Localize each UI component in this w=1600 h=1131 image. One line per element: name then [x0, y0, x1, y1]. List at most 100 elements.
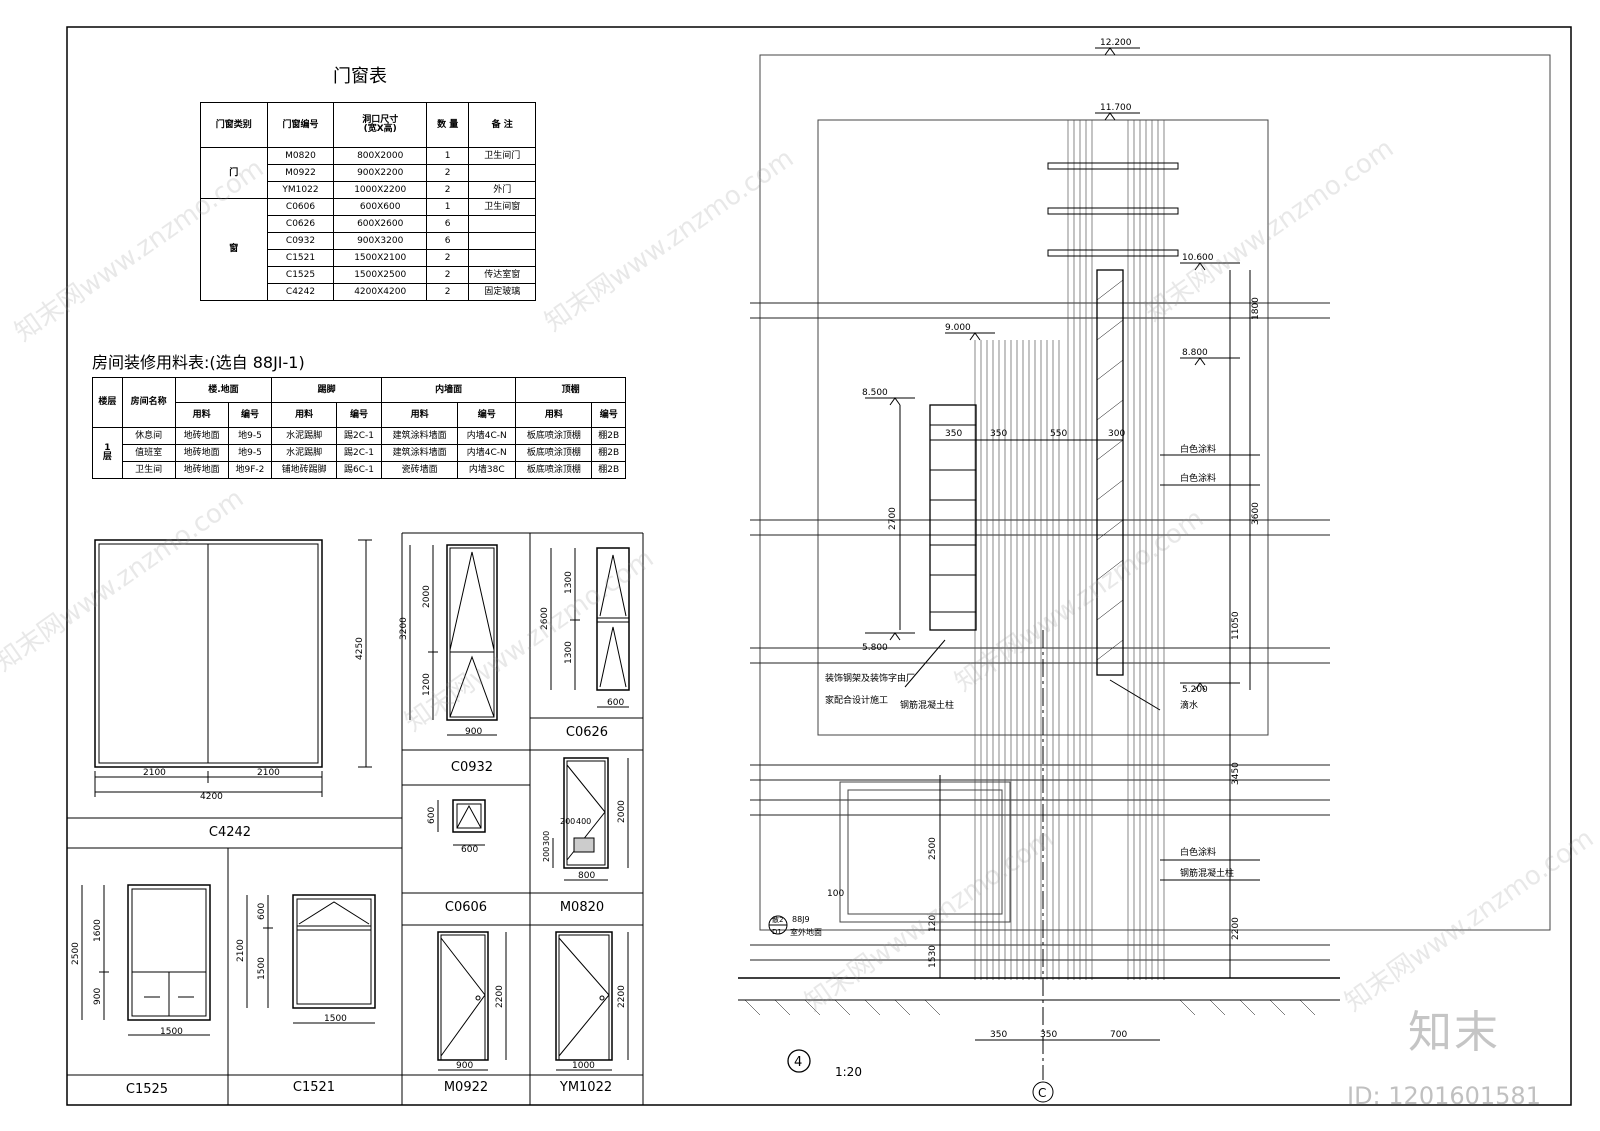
c0626-elevation	[550, 547, 630, 708]
m0820-dim-3: 400	[576, 817, 591, 826]
table-cell: 地砖地面	[174, 427, 229, 445]
elev-8500: 8.500	[862, 388, 888, 398]
c1521-dim-2: 600	[257, 903, 267, 920]
table-cell: 6	[425, 232, 470, 250]
c0606-dim-2: 600	[461, 845, 478, 855]
c4242-dim-1: 2100	[143, 768, 166, 778]
c4242-dim-3: 4200	[200, 792, 223, 802]
label-c0606: C0606	[444, 900, 488, 915]
table-cell: 2	[425, 249, 470, 267]
table-cell: 瓷砖墙面	[381, 461, 459, 479]
table-cell: 卫生间窗	[468, 198, 536, 216]
table-cell: 1500X2100	[333, 249, 427, 267]
header-cell: 楼层	[92, 377, 123, 428]
subheader-cell: 用料	[381, 402, 459, 428]
header-cell: 内墙面	[381, 377, 517, 403]
ground-ref-sheet: 88J9	[792, 915, 810, 924]
dim-bottom-1: 350	[990, 1030, 1007, 1040]
view-scale: 1:20	[835, 1065, 862, 1079]
table-cell	[468, 249, 536, 267]
m0820-dim-4: 200	[542, 847, 551, 862]
table-cell: YM1022	[266, 181, 335, 199]
table-cell: 板底喷涂顶棚	[515, 444, 593, 462]
c0932-dim-2: 2000	[422, 585, 432, 608]
subheader-cell: 编号	[335, 402, 383, 428]
dim-left-1: 2700	[888, 507, 898, 530]
table-cell: C0626	[266, 215, 335, 233]
table-cell: 水泥踢脚	[271, 427, 337, 445]
table-cell: 地砖地面	[174, 461, 229, 479]
header-cell: 备 注	[468, 102, 536, 148]
table-row: 用料编号用料编号用料编号用料编号	[93, 402, 626, 428]
label-c0932: C0932	[450, 760, 494, 775]
room-cell: 休息间	[121, 427, 176, 445]
table-cell: 1000X2200	[333, 181, 427, 199]
table-cell: C1521	[266, 249, 335, 267]
elev-9000: 9.000	[945, 323, 971, 333]
subheader-cell: 编号	[457, 402, 517, 428]
table-cell	[468, 232, 536, 250]
table-cell: 内墙38C	[457, 461, 517, 479]
table-cell: 2	[425, 164, 470, 182]
category-cell: 窗	[200, 198, 268, 301]
table-cell: 棚2B	[591, 444, 626, 462]
table-cell: 铺地砖踢脚	[271, 461, 337, 479]
label-ym1022: YM1022	[559, 1080, 613, 1095]
c0626-dim-2: 1300	[564, 571, 574, 594]
c1525-dim-4: 1500	[160, 1027, 183, 1037]
dim-right-1: 1800	[1251, 297, 1261, 320]
m0820-elevation	[552, 757, 629, 881]
label-m0820: M0820	[559, 900, 605, 915]
dim-bottom-2: 350	[1040, 1030, 1057, 1040]
table-cell: C4242	[266, 283, 335, 301]
c0606-dim-1: 600	[427, 807, 437, 824]
table-cell: 板底喷涂顶棚	[515, 461, 593, 479]
table-cell: 1	[425, 147, 470, 165]
table-cell: 6	[425, 215, 470, 233]
dim-top-4: 300	[1108, 429, 1125, 439]
c4242-dim-4: 4250	[355, 637, 365, 660]
c1521-dim-4: 1500	[324, 1014, 347, 1024]
dim-right-4: 3450	[1231, 762, 1241, 785]
elev-12200: 12.200	[1100, 38, 1132, 48]
c0626-dim-1: 2600	[540, 607, 550, 630]
c0932-dim-4: 900	[465, 727, 482, 737]
ym1022-dim-1: 2200	[617, 985, 627, 1008]
dim-left-5: 100	[827, 889, 844, 899]
dim-left-3: 120	[928, 915, 938, 932]
elev-8800: 8.800	[1182, 348, 1208, 358]
table-row: 楼层房间名称楼.地面踢脚内墙面顶棚	[92, 377, 626, 428]
dim-right-5: 2200	[1231, 917, 1241, 940]
note-3: 装饰钢架及装饰字由厂	[825, 672, 915, 684]
label-c1521: C1521	[292, 1080, 336, 1095]
c0932-elevation	[409, 544, 498, 736]
c1525-dim-3: 900	[93, 988, 103, 1005]
door-window-table-title: 门窗表	[333, 66, 387, 87]
table-cell: C1525	[266, 266, 335, 284]
table-cell: 900X3200	[333, 232, 427, 250]
dim-bottom-3: 700	[1110, 1030, 1127, 1040]
section-drawing	[738, 47, 1551, 1103]
table-cell: 900X2200	[333, 164, 427, 182]
table-row: 门窗类别门窗编号洞口尺寸 (宽X高)数 量备 注	[200, 102, 536, 148]
table-cell: 1	[425, 198, 470, 216]
header-cell: 数 量	[425, 102, 470, 148]
dim-top-2: 350	[990, 429, 1007, 439]
note-5: 钢筋混凝土柱	[900, 699, 954, 711]
brand-logo: 知末	[1408, 1007, 1500, 1058]
table-cell: 地9-5	[227, 427, 273, 445]
header-cell: 房间名称	[121, 377, 176, 428]
table-cell: C0932	[266, 232, 335, 250]
subheader-cell: 编号	[591, 402, 626, 428]
room-cell: 卫生间	[121, 461, 176, 479]
table-cell: 4200X4200	[333, 283, 427, 301]
table-cell: 2	[425, 266, 470, 284]
c4242-dim-2: 2100	[257, 768, 280, 778]
